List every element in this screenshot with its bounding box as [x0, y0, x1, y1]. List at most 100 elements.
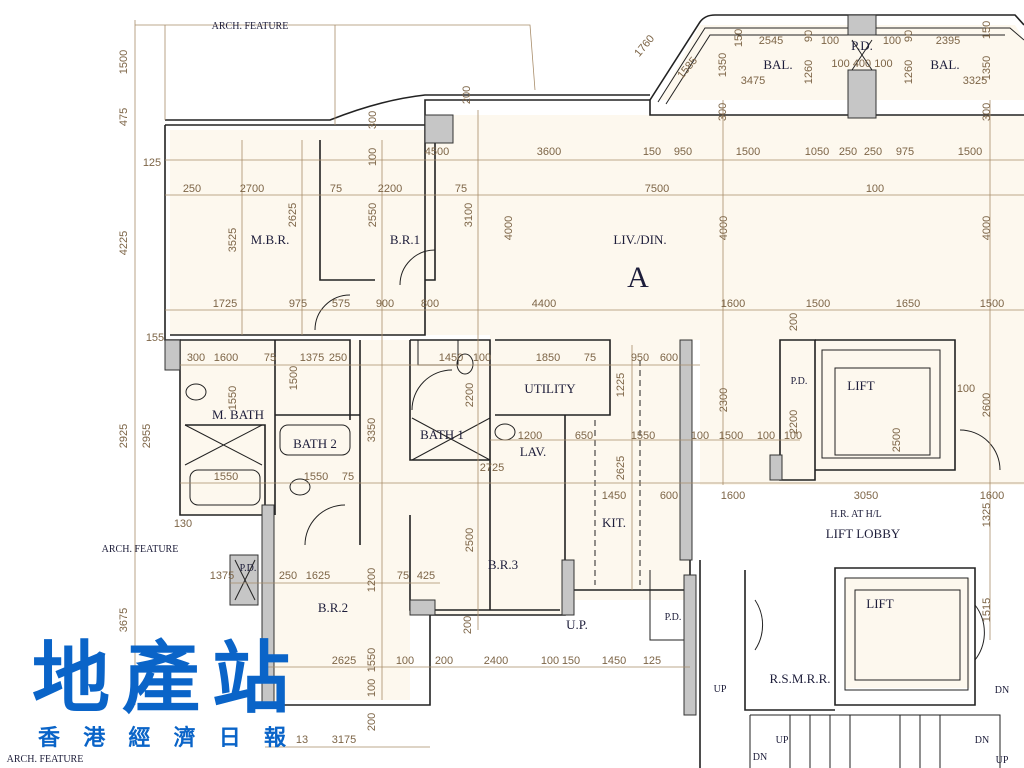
room-label-master-bath: M. BATH	[212, 407, 264, 422]
dimension-label: 1500	[118, 50, 130, 74]
room-label-up: U.P.	[566, 617, 588, 632]
dimension-label: 475	[118, 108, 130, 126]
dimension-label: 150	[981, 21, 993, 39]
dimension-label: 125	[143, 157, 161, 169]
floor-fill	[170, 25, 1024, 700]
dimension-label: 4000	[981, 216, 993, 240]
dimension-label: 300	[717, 103, 729, 121]
dimension-label: 100	[821, 35, 839, 47]
room-label-utility: UTILITY	[524, 381, 576, 396]
dimension-label: 1500	[736, 146, 760, 158]
dimension-label: 75	[397, 570, 409, 582]
dimension-label: 300	[367, 111, 379, 129]
dimension-label: 1350	[981, 56, 993, 80]
room-label-kitchen: KIT.	[602, 515, 626, 530]
dimension-label: 1850	[536, 352, 560, 364]
dimension-label: 2200	[378, 183, 402, 195]
room-label-lift-1: LIFT	[847, 378, 875, 393]
dimension-label: 250	[183, 183, 201, 195]
dimension-label: 75	[584, 352, 596, 364]
room-label-lift-lobby: LIFT LOBBY	[826, 526, 901, 541]
dimension-label: 2395	[936, 35, 960, 47]
dimension-label: 250	[329, 352, 347, 364]
dimension-label: 200	[788, 313, 800, 331]
dimension-label: 100	[691, 430, 709, 442]
dimension-label: 2625	[615, 456, 627, 480]
dimension-label: 2700	[240, 183, 264, 195]
dimension-label: 130	[174, 518, 192, 530]
dimension-label: 250	[279, 570, 297, 582]
dimension-label: 1450	[439, 352, 463, 364]
dimension-label: 4500	[425, 146, 449, 158]
dimension-label: 2600	[981, 393, 993, 417]
dimension-label: 100	[757, 430, 775, 442]
dimension-label: 2400	[484, 655, 508, 667]
dimension-label: 1550	[304, 471, 328, 483]
room-label-br3: B.R.3	[488, 557, 518, 572]
dimension-label: 1600	[721, 298, 745, 310]
dimension-label: 975	[896, 146, 914, 158]
room-label-pipe-duct-kitchen: P.D.	[665, 612, 682, 623]
dimension-label: 900	[376, 298, 394, 310]
dimension-label: 3675	[118, 608, 130, 632]
room-label-refuse-room: R.S.M.R.R.	[769, 671, 830, 686]
dimension-lines	[134, 20, 1024, 748]
dimension-label: 950	[631, 352, 649, 364]
dimension-label: 250	[839, 146, 857, 158]
dimension-label: 600	[660, 490, 678, 502]
dimension-label: 1325	[981, 503, 993, 527]
room-labels: M.B.R. B.R.1 LIV./DIN. A BAL. BAL. P.D. …	[7, 21, 1010, 766]
dimension-label: 75	[264, 352, 276, 364]
dimension-label: 1260	[903, 60, 915, 84]
stair-down-label: DN	[753, 752, 767, 763]
arch-feature-label-top: ARCH. FEATURE	[212, 21, 289, 32]
dimension-label: 1550	[631, 430, 655, 442]
dimension-label: 3600	[537, 146, 561, 158]
dimension-label: 125	[643, 655, 661, 667]
dimension-label: 4000	[503, 216, 515, 240]
dimension-label: 4225	[118, 231, 130, 255]
dimension-label: 90	[803, 30, 815, 42]
dimension-label: 425	[417, 570, 435, 582]
room-label-mbr: M.B.R.	[251, 232, 290, 247]
dimension-label: 3100	[463, 203, 475, 227]
dimension-label: 200	[462, 616, 474, 634]
dimension-label: 2550	[367, 203, 379, 227]
dimension-label: 2725	[480, 462, 504, 474]
logo-main-text: 地產站	[32, 634, 290, 724]
dimension-label: 2500	[464, 528, 476, 552]
dimension-label: 200	[435, 655, 453, 667]
dimension-label: 950	[674, 146, 692, 158]
stair-up-label: UP	[776, 735, 789, 746]
dimension-label: 1260	[803, 60, 815, 84]
dimension-label: 2200	[788, 410, 800, 434]
dimension-label: 2625	[287, 203, 299, 227]
stair-down-label: DN	[975, 735, 989, 746]
dimension-label: 100	[883, 35, 901, 47]
dimension-label: 100	[541, 655, 559, 667]
dimension-label: 1500	[806, 298, 830, 310]
dimension-label: 100	[367, 148, 379, 166]
dimension-label: 3475	[741, 75, 765, 87]
dimension-label: 3175	[332, 734, 356, 746]
room-label-living-dining: LIV./DIN.	[613, 232, 666, 247]
dimension-label: 2955	[141, 424, 153, 448]
stair-up-label: UP	[714, 684, 727, 695]
dimension-label: 1600	[721, 490, 745, 502]
dimension-label: 90	[903, 30, 915, 42]
dimension-label: 1650	[896, 298, 920, 310]
dimension-label: 100 400 100	[831, 58, 892, 70]
dimension-label: 1375	[300, 352, 324, 364]
stair-up-label: UP	[996, 755, 1009, 766]
room-label-balcony-right: BAL.	[930, 57, 959, 72]
dimension-label: 100	[957, 383, 975, 395]
dimension-label: 650	[575, 430, 593, 442]
dimension-label: 75	[330, 183, 342, 195]
fixtures	[184, 39, 873, 601]
room-label-pipe-duct-left: P.D.	[240, 563, 257, 574]
dimension-label: 150	[733, 29, 745, 47]
dimension-label: 7500	[645, 183, 669, 195]
dimension-label: 1600	[980, 490, 1004, 502]
dimension-label: 100	[866, 183, 884, 195]
